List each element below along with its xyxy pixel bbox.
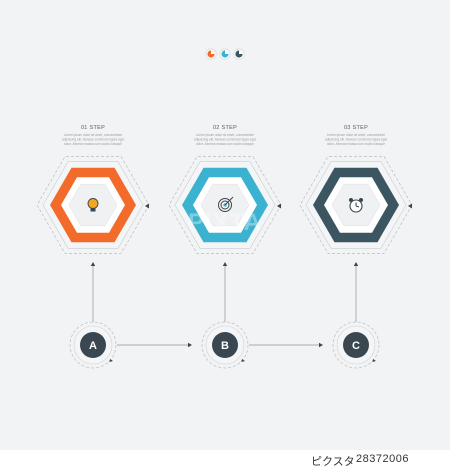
footer-image-id: 28372006	[356, 453, 409, 465]
bulb-glass	[87, 198, 99, 209]
outer-dashed-hexagon	[168, 156, 282, 254]
target-ring-inner	[220, 200, 230, 210]
horizontal-arrow-icon	[319, 342, 323, 348]
step-description-line: Lorem ipsum dolor sit amet, consectetuer	[64, 133, 123, 137]
footer-bar: ピクスタ 28372006	[0, 450, 450, 469]
half-pie-dot-icon	[233, 48, 245, 60]
half-pie-dot-icon	[219, 48, 231, 60]
clock-bell-left	[349, 198, 353, 202]
footer-brand: ピクスタ	[311, 456, 355, 468]
step-1: 01 STEP Lorem ipsum dolor sit amet, conse…	[36, 125, 192, 369]
lightbulb-icon	[87, 198, 99, 212]
node-dashed-ring	[201, 321, 249, 369]
bulb-base	[90, 208, 96, 212]
clock-bell-right	[359, 198, 363, 202]
step-2: 02 STEP Lorem ipsum dolor sit amet, conse…	[168, 125, 323, 369]
step-description-line: adipiscing elit. Aenean commodo ligula e…	[194, 138, 256, 142]
target-icon	[218, 196, 234, 212]
outer-dashed-hexagon	[36, 156, 150, 254]
watermark-text: PIXTA	[188, 209, 262, 236]
step-title: 01 STEP	[81, 125, 105, 131]
node-letter: A	[89, 340, 97, 352]
node-circle	[80, 332, 106, 358]
node-arrow-icon	[109, 359, 113, 362]
dot-cutout	[211, 50, 215, 54]
step-3: 03 STEP Lorem ipsum dolor sit amet, conse…	[299, 125, 413, 369]
node-dashed-ring	[332, 321, 380, 369]
alarm-clock-icon	[349, 198, 363, 213]
node-dashed-ring	[69, 321, 117, 369]
step-description-line: adipiscing elit. Aenean commodo ligula e…	[62, 138, 124, 142]
step-description-line: dolor. Aenean massa cum sociis natoque	[327, 142, 385, 146]
half-pie-dot-icon	[205, 48, 217, 60]
connector-arrow-icon	[353, 262, 359, 266]
step-title: 02 STEP	[213, 125, 237, 131]
step-title: 03 STEP	[344, 125, 368, 131]
arrow-tip-icon	[277, 203, 281, 209]
step-description-line: dolor. Aenean massa cum sociis natoque	[196, 142, 254, 146]
header-dots	[205, 48, 245, 60]
node-letter: B	[221, 340, 229, 352]
step-description-line: dolor. Aenean massa cum sociis natoque	[64, 142, 122, 146]
step-description-line: Lorem ipsum dolor sit amet, consectetuer	[196, 133, 255, 137]
node-circle	[212, 332, 238, 358]
dot-cutout	[239, 50, 243, 54]
target-arrow	[224, 196, 234, 206]
dot-cutout	[225, 50, 229, 54]
node-arrow-icon	[241, 359, 245, 362]
node-arrow-icon	[372, 359, 376, 362]
node-circle	[343, 332, 369, 358]
outer-dashed-hexagon	[299, 156, 413, 254]
step-description-line: adipiscing elit. Aenean commodo ligula e…	[325, 138, 387, 142]
steps-group: 01 STEP Lorem ipsum dolor sit amet, conse…	[36, 125, 413, 369]
clock-hand-minute	[355, 205, 360, 208]
arrow-tip-icon	[408, 203, 412, 209]
step-description-line: Lorem ipsum dolor sit amet, consectetuer	[327, 133, 386, 137]
arrow-tip-icon	[145, 203, 149, 209]
connector-arrow-icon	[222, 262, 228, 266]
node-letter: C	[352, 340, 360, 352]
connector-arrow-icon	[90, 262, 96, 266]
target-ring-outer	[218, 198, 232, 212]
horizontal-arrow-icon	[188, 342, 192, 348]
